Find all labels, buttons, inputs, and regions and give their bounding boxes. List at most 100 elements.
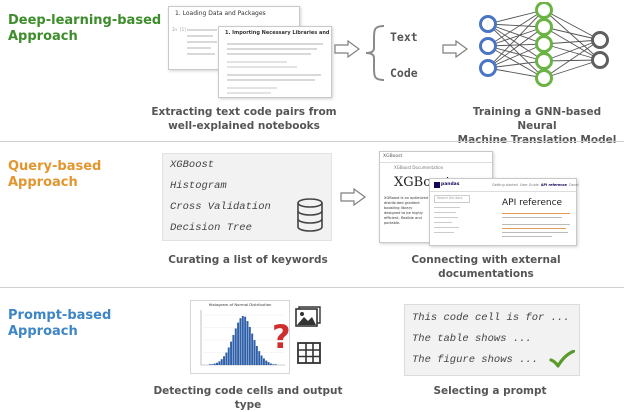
nn-edge: [487, 43, 545, 47]
nn-node: [535, 35, 553, 53]
caption-extracting-pairs: Extracting text code pairs from well-exp…: [151, 106, 337, 132]
caption-detecting-cells: Detecting code cells and output type: [153, 385, 343, 411]
database-icon: [297, 198, 323, 232]
nn-node: [535, 69, 553, 87]
prompt-option[interactable]: The figure shows ...: [412, 354, 539, 366]
question-mark-icon: ?: [272, 318, 291, 356]
doc-breadcrumb: XGBoost Documentation: [394, 165, 444, 170]
nn-edge: [487, 23, 545, 45]
arrow-icon: [334, 40, 360, 58]
histogram-bar: [248, 326, 251, 365]
histogram-bar: [220, 359, 223, 365]
nn-edge: [543, 26, 601, 41]
histogram-bar: [241, 316, 244, 365]
prompt-options: This code cell is for ... The table show…: [404, 304, 580, 376]
histogram-bar: [230, 341, 233, 365]
histogram-bar: [251, 333, 254, 365]
nn-edge: [487, 45, 545, 79]
nn-node: [535, 52, 553, 70]
prompt-option[interactable]: This code cell is for ...: [412, 312, 570, 324]
caption-selecting-prompt: Selecting a prompt: [433, 385, 547, 397]
nn-edge: [543, 39, 601, 62]
histogram-bar: [216, 362, 218, 365]
api-reference-title: API reference: [502, 198, 563, 208]
keyword-item: Histogram: [170, 180, 227, 192]
notebook-back-cell-label: In [1]:: [172, 27, 189, 32]
histogram-bar: [211, 364, 214, 365]
table-icon: [297, 342, 321, 364]
histogram-bar: [234, 328, 237, 365]
brace-icon: [365, 25, 385, 81]
arrow-icon: [340, 188, 366, 206]
keyword-item: Cross Validation: [170, 201, 271, 213]
query-approach-label: Query-based Approach: [8, 159, 102, 190]
histogram-bar: [255, 345, 258, 365]
prompt-approach-label: Prompt-based Approach: [8, 308, 112, 339]
image-icon: [295, 306, 321, 327]
text-label: Text: [390, 30, 418, 44]
nn-node: [479, 15, 497, 33]
doc-nav-item[interactable]: Devel: [569, 183, 579, 187]
nn-node: [479, 37, 497, 55]
histogram-bar: [239, 318, 242, 365]
histogram-bar: [223, 356, 226, 365]
histogram-bar: [213, 363, 216, 365]
row-divider: [0, 287, 624, 288]
histogram-bar: [246, 321, 249, 365]
notebook-front-title: 1. Importing Necessary Libraries and dat…: [225, 30, 331, 36]
nn-edge: [543, 9, 601, 61]
histogram-bar: [253, 340, 256, 365]
neural-network-diagram: [479, 2, 609, 87]
histogram-bar: [262, 358, 265, 365]
nn-edge: [487, 23, 545, 62]
doc-search-input[interactable]: Search the docs: [437, 196, 463, 200]
doc-nav-item[interactable]: API reference: [540, 183, 567, 187]
keyword-item: Decision Tree: [170, 222, 252, 234]
nn-edge: [543, 39, 601, 45]
nn-edge: [543, 39, 601, 79]
pandas-doc-page: pandas Getting started User Guide API re…: [429, 178, 579, 246]
nn-edge: [487, 67, 545, 79]
nn-edge: [543, 9, 601, 41]
histogram-bar: [244, 316, 247, 365]
doc-nav-item[interactable]: User Guide: [520, 183, 539, 187]
doc-nav-item[interactable]: Getting started: [492, 183, 518, 187]
nn-edge: [487, 60, 545, 69]
nn-edge: [543, 59, 601, 62]
keyword-list: XGBoost Histogram Cross Validation Decis…: [162, 153, 332, 241]
nn-edge: [487, 26, 545, 69]
histogram-bar: [265, 360, 268, 365]
histogram-bar: [272, 364, 275, 365]
nn-edge: [487, 43, 545, 69]
nn-edge: [487, 9, 545, 25]
nn-node: [591, 51, 609, 69]
histogram-plot: [200, 310, 285, 366]
deep-learning-approach-label: Deep-learning-based Approach: [8, 13, 162, 44]
row-divider: [0, 141, 624, 142]
notebook-front: 1. Importing Necessary Libraries and dat…: [218, 26, 332, 98]
histogram-bar: [227, 347, 230, 365]
caption-training-gnn: Training a GNN-based Neural Machine Tran…: [457, 106, 617, 146]
arrow-icon: [442, 40, 468, 58]
nn-edge: [487, 26, 545, 47]
nn-edge: [543, 26, 601, 61]
histogram-title: Histogram of Normal Distribution: [208, 302, 272, 307]
nn-node: [535, 18, 553, 36]
notebook-back-title: 1. Loading Data and Packages: [175, 10, 266, 17]
histogram-bar: [225, 352, 228, 365]
nn-node: [479, 59, 497, 77]
nn-node: [591, 31, 609, 49]
caption-curating-keywords: Curating a list of keywords: [168, 254, 328, 266]
nn-edge: [487, 23, 545, 79]
doc-body-text: XGBoost is an optimized distributed grad…: [384, 196, 428, 225]
keyword-item: XGBoost: [170, 159, 215, 171]
nn-edge: [487, 9, 545, 47]
histogram-figure: Histogram of Normal Distribution: [190, 300, 290, 374]
histogram-bar: [218, 361, 221, 365]
code-label: Code: [390, 66, 418, 80]
nn-edge: [543, 43, 601, 61]
histogram-bar: [267, 362, 270, 365]
prompt-option[interactable]: The table shows ...: [412, 333, 532, 345]
checkmark-icon: [549, 350, 575, 368]
pandas-logo: pandas: [441, 182, 460, 187]
